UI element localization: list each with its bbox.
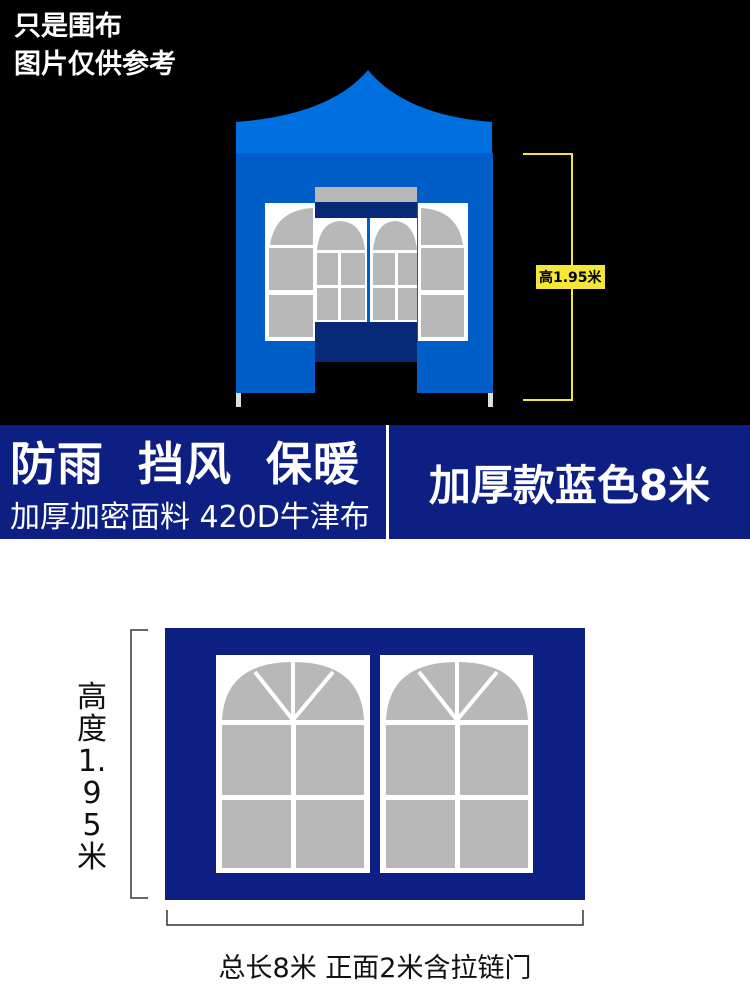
notice-line-1: 只是围布	[14, 11, 122, 42]
feature-banner	[0, 425, 750, 539]
banner-subline: 加厚加密面料 420D牛津布	[10, 500, 370, 535]
banner-headline: 防雨 挡风 保暖	[10, 437, 361, 491]
side-panel-illustration	[130, 628, 585, 926]
product-label: 加厚款蓝色8米	[428, 460, 711, 510]
panel-length-label: 总长8米 正面2米含拉链门	[218, 953, 532, 984]
window-left	[216, 655, 370, 873]
tent-illustration	[236, 70, 573, 407]
panel-height-label: 高度1.95米	[77, 680, 107, 875]
banner-divider	[386, 425, 389, 539]
window-right	[380, 655, 533, 873]
tent-height-label: 高1.95米	[536, 265, 605, 289]
notice-line-2: 图片仅供参考	[14, 49, 176, 80]
